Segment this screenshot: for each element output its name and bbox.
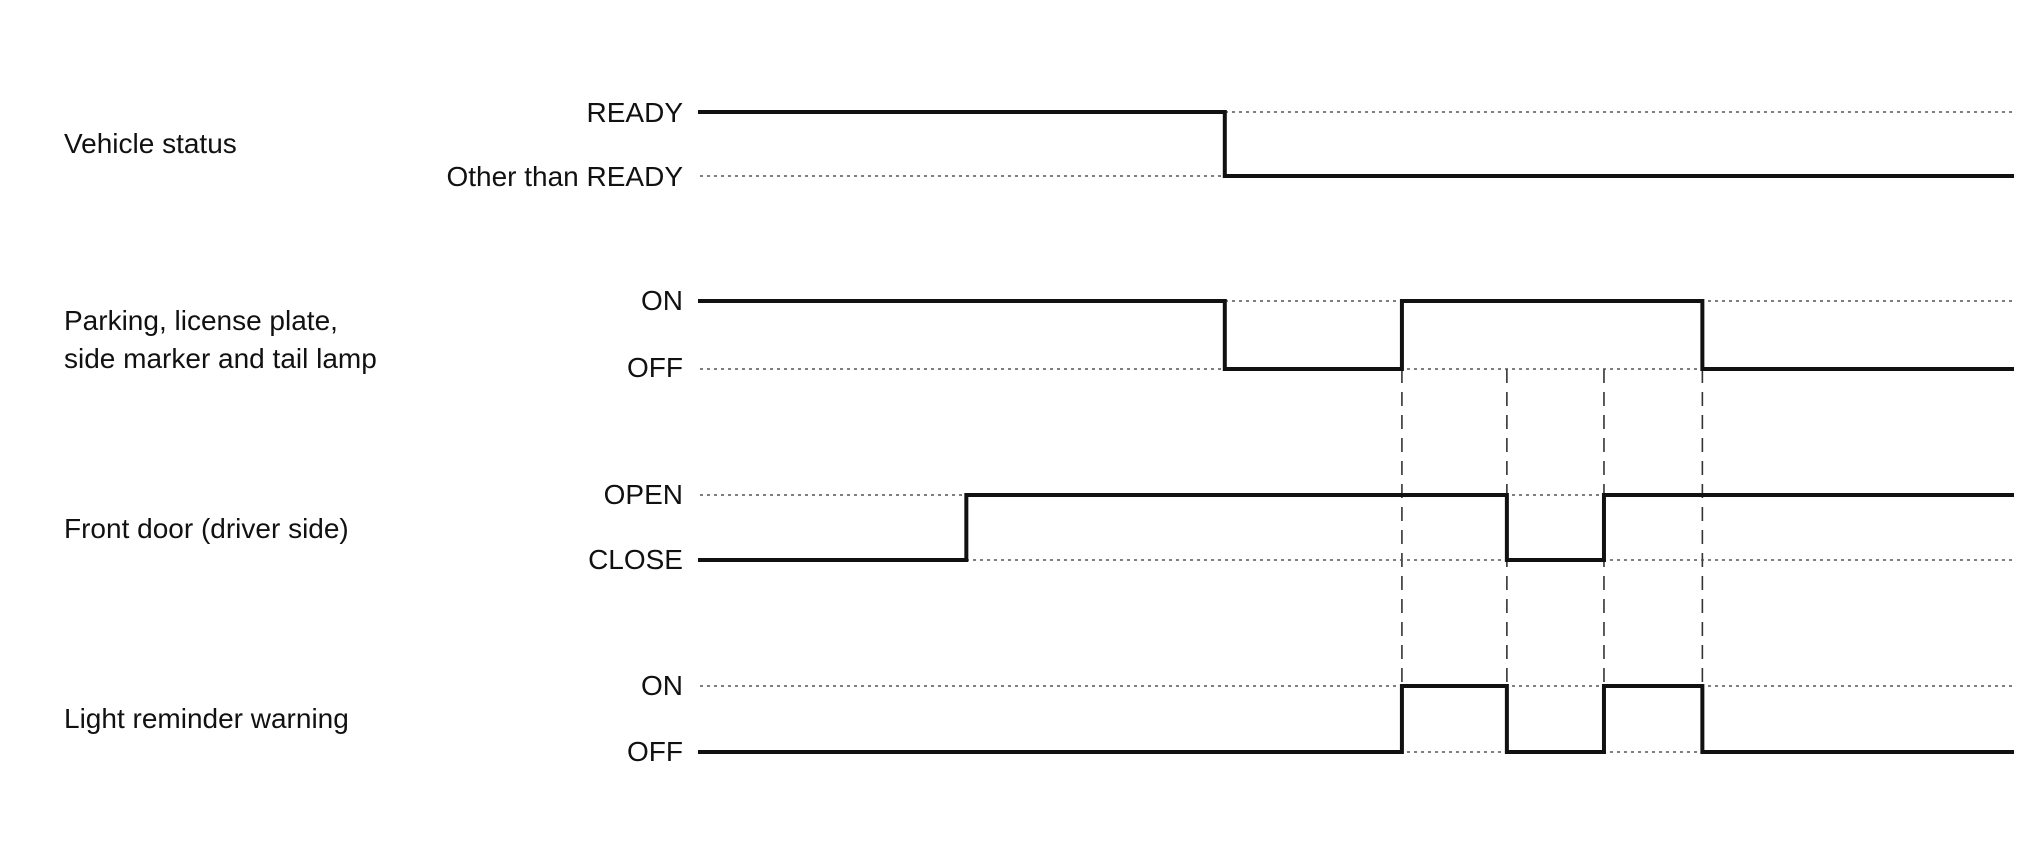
signal-waveform [698, 299, 2014, 371]
high-level-label: ON [641, 670, 683, 701]
signal-name-line-2: side marker and tail lamp [64, 343, 377, 374]
signal-name: Front door (driver side) [64, 513, 349, 544]
low-level-label: OFF [627, 352, 683, 383]
signal-light-reminder: Light reminder warning ON OFF [64, 670, 2014, 767]
low-level-label: OFF [627, 736, 683, 767]
signal-front-door: Front door (driver side) OPEN CLOSE [64, 479, 2014, 575]
signal-name: Light reminder warning [64, 703, 349, 734]
signal-tail-lamp: Parking, license plate, side marker and … [64, 285, 2014, 383]
signal-waveform [698, 110, 2014, 178]
high-level-label: ON [641, 285, 683, 316]
high-level-label: READY [587, 97, 684, 128]
signal-waveform [698, 493, 2014, 562]
low-level-label: Other than READY [446, 161, 683, 192]
signal-name: Vehicle status [64, 128, 237, 159]
signal-name: Parking, license plate, [64, 305, 338, 336]
high-level-label: OPEN [604, 479, 683, 510]
signal-vehicle-status: Vehicle status READY Other than READY [64, 97, 2014, 192]
low-level-label: CLOSE [588, 544, 683, 575]
signal-waveform [698, 684, 2014, 754]
